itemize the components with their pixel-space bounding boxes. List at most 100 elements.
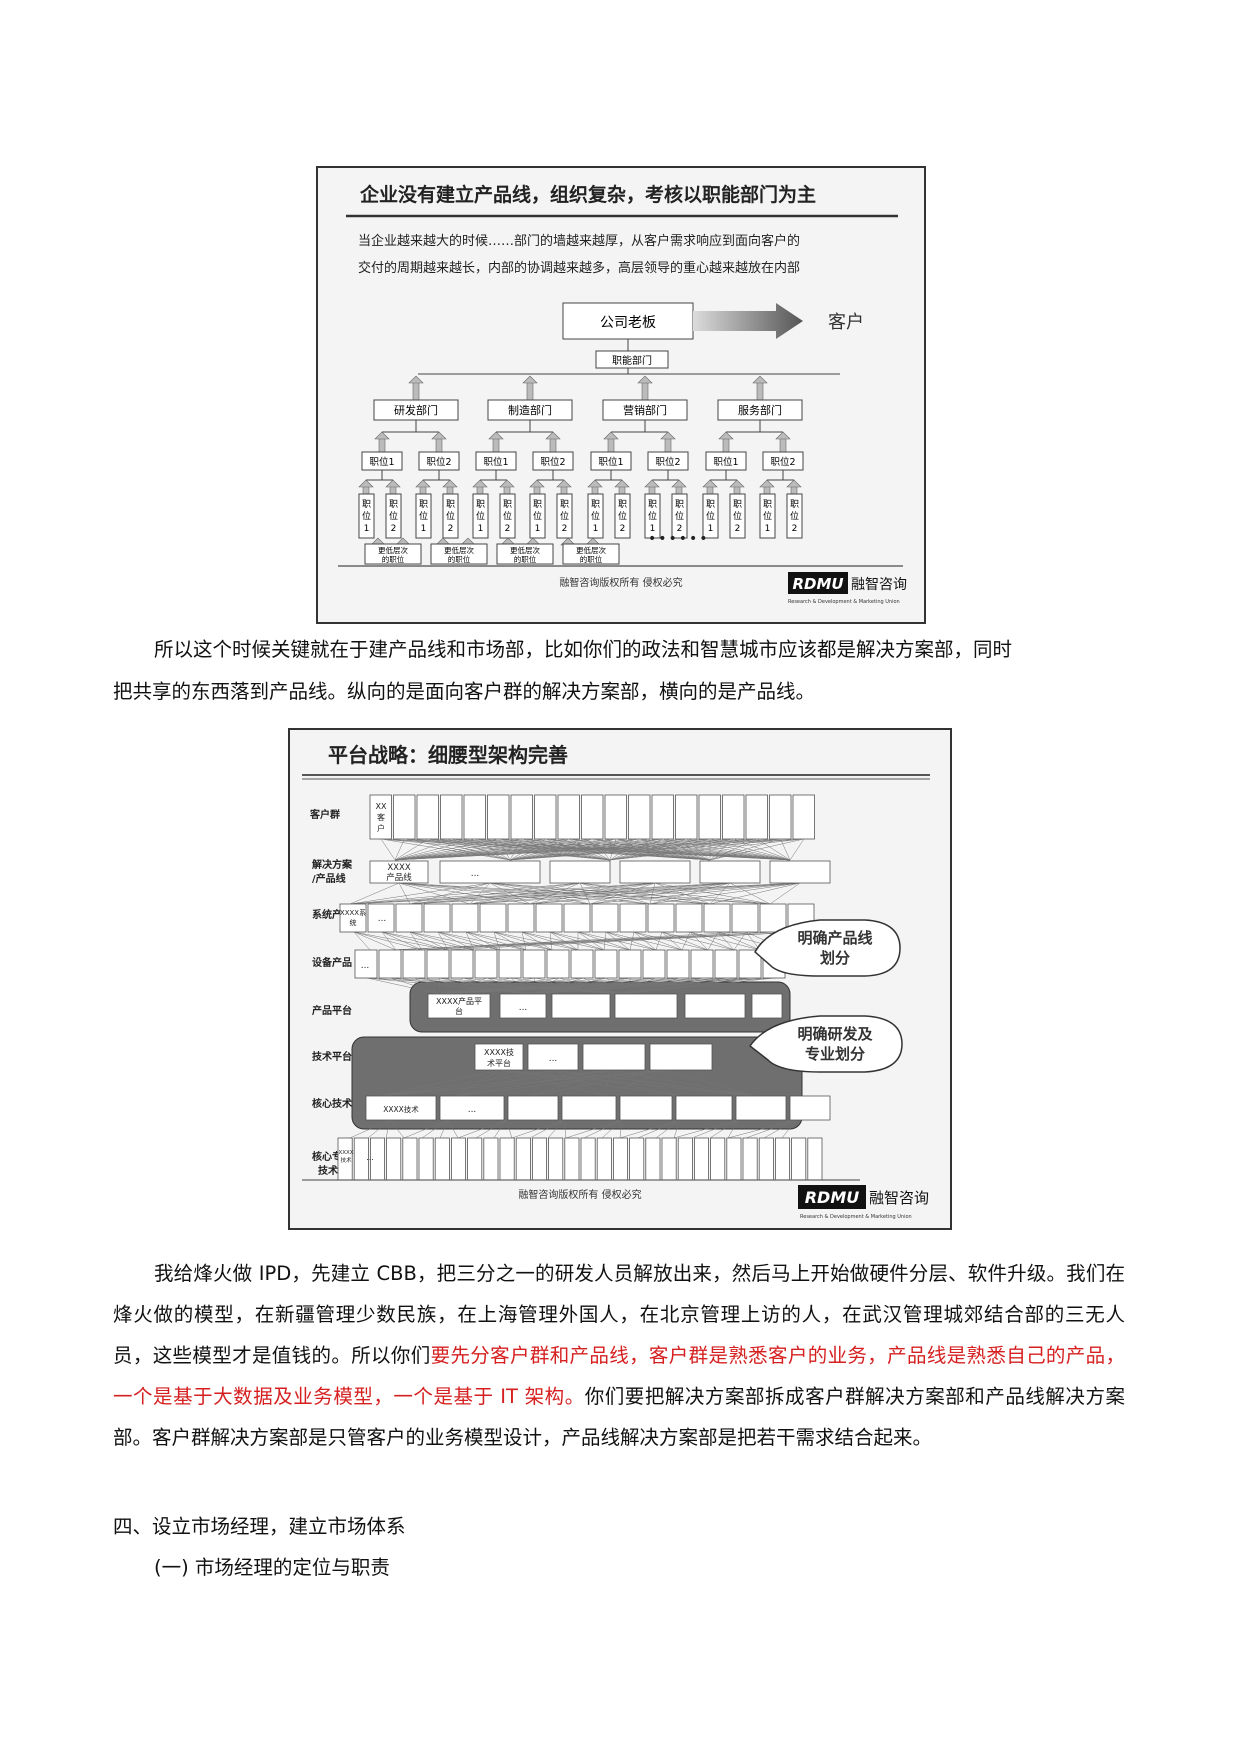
sub-position: 职位1 [415,493,432,539]
product-platform-cell [551,993,611,1019]
sub-position-char: 位 [503,510,512,522]
figure1-copyright: 融智咨询版权所有 侵权必究 [559,576,682,589]
position-box: 职位2 [418,451,460,471]
subpos-up-arrow-icon [702,479,718,495]
solution-cell [439,860,541,884]
system-product-cells [339,903,815,933]
device-product-cells [354,949,786,979]
position-label: 职位2 [540,456,565,468]
callout-product-line [754,919,901,977]
sub-position: 职位2 [786,493,803,539]
core-tech-cell [507,1095,559,1121]
solution-cell [769,860,831,884]
function-dept-label: 职能部门 [612,354,652,367]
sub-position: 职位2 [614,493,631,539]
boss-label: 公司老板 [600,315,656,331]
subpos-up-arrow-icon [499,479,515,495]
lower-position-label: 更低层次 [510,545,540,555]
product-platform-cell [499,993,547,1019]
rdmu-logo [788,572,848,594]
sub-position-char: 职 [446,499,455,510]
subpos-up-arrow-icon [385,479,401,495]
sub-position: 职位2 [729,493,746,539]
sub-position-char: 职 [591,499,600,510]
position-label: 职位1 [369,456,394,468]
dots-label: ... [378,914,387,924]
logo2-sub: Research & Development & Marketing Union [800,1214,912,1220]
ellipsis: •••••• [648,531,710,547]
function-dept-box [595,350,669,369]
dept-up-arrow-icon [637,375,653,401]
position-box: 职位1 [705,451,747,471]
sub-position-char: 1 [708,524,714,534]
sub-position-char: 1 [765,524,771,534]
position-label: 职位2 [655,456,680,468]
sub-position: 职位 1 [529,493,546,539]
subpos-up-arrow-icon [786,479,802,495]
xxxx-product-platform-label: XXXX产品平 [436,996,482,1006]
xxxx-small-label: 技术 [340,1156,352,1164]
sub-position-char: 2 [677,524,683,534]
position-up-arrow-icon [718,431,734,453]
row-solution-2: /产品线 [312,872,346,885]
arrow-to-customer-icon [693,303,803,339]
figure2-title: 平台战略：细腰型架构完善 [328,743,568,767]
sub-position-char: 2 [505,524,511,534]
position-up-arrow-icon [545,431,561,453]
row-solution-1: 解决方案 [312,858,353,871]
tech-platform-cell [527,1043,579,1071]
xxxx-small-label: XXXX [338,1150,353,1156]
sub-position: 职位1 [644,493,661,539]
dept-up-arrow-icon [522,375,538,401]
sub-position-char: 位 [560,510,569,522]
figure1-title: 企业没有建立产品线，组织复杂，考核以职能部门为主 [359,183,816,206]
subpos-up-arrow-icon [529,479,545,495]
sub-position-char: 位 [763,510,772,522]
logo2-cn: 融智咨询 [869,1189,929,1207]
para1-line1: 所以这个时候关键就在于建产品线和市场部，比如你们的政法和智慧城市应该都是解决方案… [154,638,1013,661]
dots-label: ... [361,961,370,971]
position-label: 职位1 [713,456,738,468]
para2-text2: 你们要把解决方案部拆成客户群解决方案部和产品线解决方案部。客户群解决方案部是只管… [113,1385,1125,1449]
position-up-arrow-icon [488,431,504,453]
position-up-arrow-icon [603,431,619,453]
sub-position-char: 位 [533,510,542,522]
sub-position: 职位2 [442,493,459,539]
sub-position: 职位2 [385,493,402,539]
callout2-line2: 专业划分 [805,1045,865,1063]
core-tech-cell [619,1095,673,1121]
dots-label: ... [471,869,480,879]
lower-position-label: 更低层次 [378,545,408,555]
position-label: 职位1 [483,456,508,468]
row-customer-group: 客户群 [309,808,340,821]
sub-position-char: 位 [389,510,398,522]
position-up-arrow-icon [374,431,390,453]
subpos-up-arrow-icon [472,479,488,495]
tech-platform-cell [582,1043,646,1071]
sub-position-char: 职 [533,499,542,510]
lower-position-label: 的职位 [514,554,537,564]
xx-customer-label: 户 [377,823,385,833]
callout1-line1: 明确产品线 [797,929,872,947]
department-2: 制造部门 [487,399,573,421]
subpos-up-arrow-icon [729,479,745,495]
sub-position-char: 位 [675,510,684,522]
dots-label: ... [519,1003,528,1013]
lower-position-label: 更低层次 [444,545,474,555]
logo-text: RDMU [792,575,843,593]
tech-platform-cell [649,1043,713,1071]
sub-position-char: 位 [446,510,455,522]
sub-position-char: 1 [535,524,541,534]
rdmu-logo-2 [798,1185,866,1209]
subpos-up-arrow-icon [614,479,630,495]
subpos-up-arrow-icon [644,479,660,495]
core-tech-cell [675,1095,733,1121]
para2-red: 要先分客户群和产品线，客户群是熟悉客户的业务，产品线是熟悉自己的产品，一个是基于… [113,1344,1125,1408]
subpos-up-arrow-icon [671,479,687,495]
sub-position-char: 职 [675,499,684,510]
figure1-desc-1: 当企业越来越大的时候……部门的墙越来越厚，从客户需求响应到面向客户的 [358,233,800,249]
figure2-copyright: 融智咨询版权所有 侵权必究 [518,1188,641,1201]
para2: 我给烽火做 IPD，先建立 CBB，把三分之一的研发人员解放出来，然后马上开始做… [113,1253,1125,1458]
